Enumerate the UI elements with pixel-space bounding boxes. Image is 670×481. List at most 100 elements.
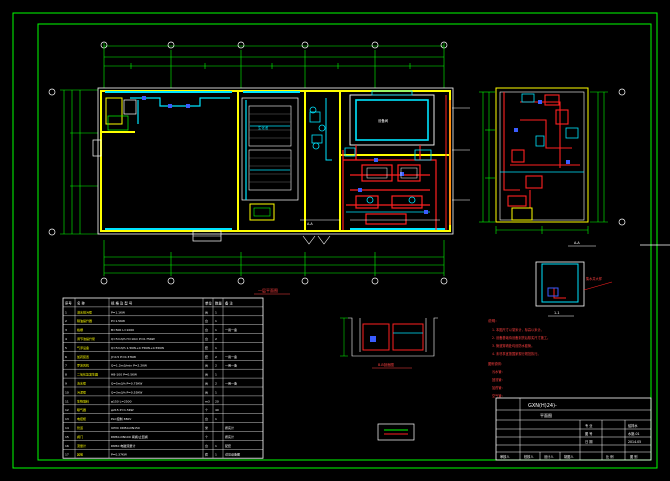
- section-b-title: B-B剖面图: [378, 362, 395, 367]
- schedule-cell: 1: [215, 310, 217, 314]
- section-a-a: A-A: [479, 87, 626, 247]
- equipment-room-cyan-units: [344, 147, 432, 213]
- title-block: GXN(H)24)- 平面图 专 业 图 号 日 期 给排水 水施-01 201…: [495, 397, 652, 461]
- schedule-cell: 2: [215, 337, 217, 341]
- section-cut-arrows: [302, 235, 331, 245]
- schedule-cell: m3: [205, 399, 210, 403]
- schedule-cell: 罗茨风机: [77, 363, 89, 368]
- schedule-cell: Q=1.2m3/min P=2.2KW: [111, 364, 147, 368]
- schedule-header-cell: 数量: [215, 300, 222, 305]
- cyan-wall-segments: [105, 91, 445, 230]
- left-room-pipes: [130, 97, 230, 124]
- schedule-cell: Q=3m3/h P=0.55KW: [111, 390, 142, 394]
- plan-title: 一层平面图: [258, 287, 278, 293]
- schedule-cell: 调节池提升泵: [77, 336, 95, 341]
- schedule-cell: 污泥泵: [77, 389, 86, 394]
- section-a-base: [511, 207, 533, 221]
- bottom-axis-markers: [100, 277, 448, 285]
- sump-inner: [541, 263, 579, 303]
- schedule-cell: 2: [215, 382, 217, 386]
- top-axis-markers: [100, 41, 448, 49]
- schedule-cell: 一用一备: [225, 354, 237, 359]
- schedule-cell: 1: [215, 453, 217, 457]
- left-room-equipment-a: [105, 97, 123, 125]
- schedule-cell: 1: [215, 390, 217, 394]
- schedule-cell: P=1.5KW: [111, 319, 125, 323]
- schedule-cell: 套: [205, 452, 208, 457]
- sump-pipe: [553, 288, 566, 299]
- schedule-cell: 气浮设备: [77, 345, 89, 350]
- section-a-dim-left: [479, 91, 495, 223]
- schedule-cell: 3: [65, 328, 67, 332]
- section-a-cyan-equipment: [500, 93, 584, 173]
- equipment-room-valves: [358, 158, 428, 214]
- tb-value-3: 2014.05: [628, 440, 641, 444]
- schedule-cell: 20: [215, 399, 219, 403]
- left-dimension-chain: [60, 89, 98, 235]
- section-b-dim: [340, 317, 348, 357]
- section-b-chamber-b: [392, 323, 424, 351]
- sump-callout-label: 集水井大样: [586, 276, 603, 281]
- schedule-cell: 2: [65, 319, 67, 323]
- equipment-base-inner: [253, 207, 271, 217]
- schedule-cell: Q=5m3/h 1.5KW+0.75KW+0.55KW: [111, 346, 164, 350]
- schedule-cell: 套: [205, 345, 208, 350]
- clarifier-inner: [355, 99, 429, 141]
- schedule-cell: 5: [65, 346, 67, 350]
- schedule-cell: 其他: [77, 452, 83, 457]
- drawing-code: GXN(H)24)-: [528, 403, 557, 409]
- section-a-bottom-dims: [495, 226, 589, 234]
- schedule-cell: 台: [205, 318, 208, 323]
- schedule-cell: 10: [65, 390, 69, 394]
- schedule-cell: 2: [215, 364, 217, 368]
- notes-block: 说明： 1. 本图尺寸以毫米计，标高以米计。 2. 设备基础待设备到货后核实尺寸…: [488, 318, 550, 398]
- schedule-cell: 按实计: [225, 425, 234, 430]
- schedule-cell: 15: [65, 435, 69, 439]
- building-wall-yellow: [100, 90, 451, 232]
- schedule-cell: 1: [215, 319, 217, 323]
- schedule-cell: 按实计: [225, 434, 234, 439]
- left-axis-marker-a: [48, 88, 56, 96]
- notes-line-9: 空气管：: [492, 393, 505, 398]
- schedule-cell: 14: [65, 426, 69, 430]
- section-a-dim-right: [590, 91, 608, 223]
- schedule-cell: 台: [205, 327, 208, 332]
- schedule-cell: PLC控制 380V: [111, 416, 132, 421]
- schedule-header-cell: 名 称: [77, 300, 85, 305]
- schedule-cell: 米: [205, 425, 208, 430]
- interior-walls: [101, 91, 450, 231]
- tank-lower: [248, 149, 292, 191]
- tb-signer-1: 审核人: [500, 454, 510, 459]
- schedule-cell: 阀门: [77, 434, 83, 439]
- schedule-cell: P=0.37KW: [111, 453, 127, 457]
- sump-outer: [535, 261, 585, 307]
- schedule-cell: 一用一备: [225, 363, 237, 368]
- schedule-cell: 1: [215, 328, 217, 332]
- schedule-cell: 管道: [77, 425, 83, 430]
- top-dimension-chain: [104, 45, 444, 67]
- inner-frame: [37, 23, 652, 461]
- schedule-cell: 台: [205, 336, 208, 341]
- schedule-cell: JY-0.5 P=0.37KW: [110, 355, 136, 359]
- tb-value-2: 水施-01: [628, 431, 640, 436]
- blower-header-pipe: [325, 98, 332, 161]
- schedule-cell: 台: [205, 389, 208, 394]
- notes-line-6: 污水管：: [492, 369, 505, 374]
- schedule-cell: 一用一备: [225, 381, 237, 386]
- notes-heading: 说明：: [488, 318, 499, 323]
- schedule-cell: 隔油提升器: [77, 318, 92, 323]
- section-b-outline: [348, 317, 438, 357]
- tb-value-1: 给排水: [628, 423, 638, 428]
- left-room-valves: [142, 96, 190, 108]
- schedule-cell: φ150 L=2500: [111, 399, 132, 403]
- schedule-cell: 潜水排污泵: [77, 309, 92, 314]
- notes-line-3: 3. 管道穿墙处均设防水套管。: [492, 343, 534, 348]
- notes-line-7: 回流管：: [492, 377, 505, 382]
- schedule-cell: 1: [215, 373, 217, 377]
- schedule-cell: 清水泵: [77, 381, 86, 386]
- clarifier-top-pipe: [371, 90, 413, 96]
- section-b-chamber-a: [362, 323, 390, 351]
- left-room-equipment-b: [123, 99, 137, 115]
- equipment-base-small: [249, 203, 275, 221]
